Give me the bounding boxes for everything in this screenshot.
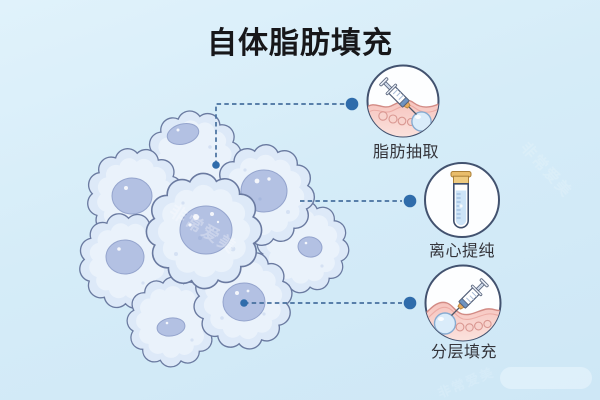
fat-blob	[411, 111, 432, 132]
fat-cell	[245, 189, 361, 305]
connectors	[212, 97, 417, 310]
highlight-smudge	[500, 367, 592, 389]
connector-dot-small	[240, 299, 248, 307]
connector-dot-small	[212, 161, 220, 169]
fat-cell	[69, 130, 201, 262]
connector-dot-large	[345, 97, 359, 111]
connector-dot-large	[403, 296, 417, 310]
watermark-text: 非常爱美	[517, 139, 576, 202]
fat-cell	[141, 105, 247, 211]
fat-cell	[135, 162, 273, 300]
watermark-text: 非常爱美	[436, 364, 497, 400]
connector-dot-large	[403, 194, 417, 208]
fat-cell	[62, 196, 192, 326]
page-title: 自体脂肪填充	[207, 27, 393, 60]
step-label-layered-filling: 分层填充	[430, 344, 498, 361]
tube-liquid	[455, 190, 467, 226]
tube-cap	[453, 175, 469, 185]
syringe-fill-icon	[424, 264, 502, 342]
fat-cell	[109, 259, 235, 385]
tube-graduations	[456, 193, 461, 219]
syringe-extract-icon	[366, 64, 440, 138]
fat-cell-cluster	[62, 105, 361, 385]
step-label-centrifuge-purification: 离心提纯	[428, 243, 496, 260]
test-tube-icon	[424, 162, 500, 238]
step-label-fat-extraction: 脂肪抽取	[372, 144, 440, 161]
